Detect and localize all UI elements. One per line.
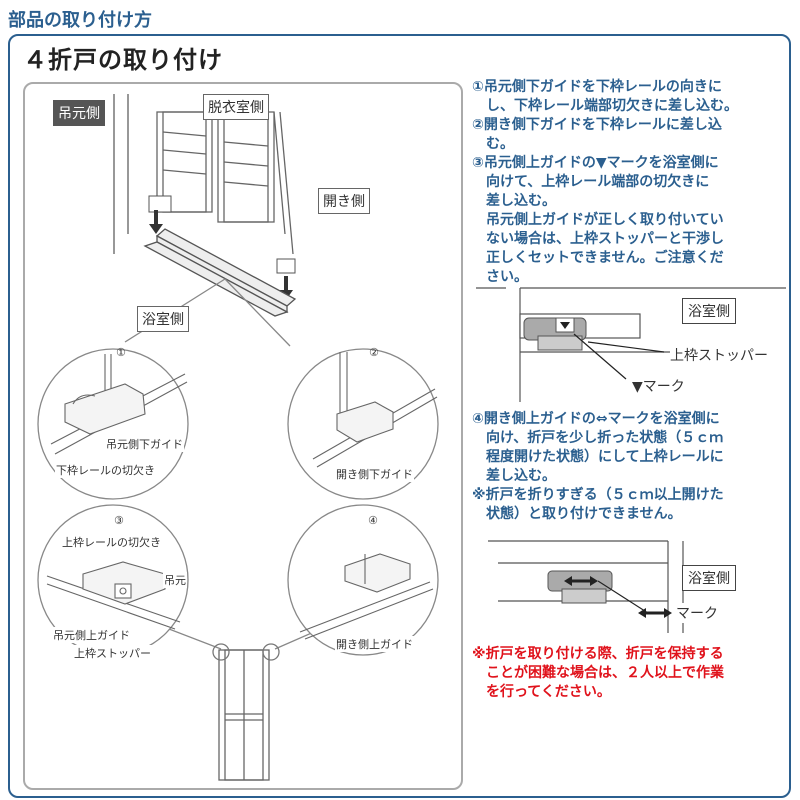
step-1: ①吊元側下ガイドを下枠レールの向きに し、下枠レール端部切欠きに差し込む。 xyxy=(472,79,738,114)
header-title: 部品の取り付け方 xyxy=(8,10,152,31)
detail1-room-label: 浴室側 xyxy=(682,298,736,324)
section-title: ４折戸の取り付け xyxy=(23,46,223,74)
header-bar: 部品の取り付け方 xyxy=(0,0,800,34)
circle-3-number: ③ xyxy=(114,514,124,527)
detail1-stopper-label: 上枠ストッパー xyxy=(670,345,768,365)
detail2-room-label: 浴室側 xyxy=(682,565,736,591)
circle-3-label-guide: 吊元側上ガイド xyxy=(52,627,131,643)
detail-diagram-1 xyxy=(476,287,786,402)
circle-3-label-notch: 上枠レールの切欠き xyxy=(61,534,162,550)
warning-note: ※折戸を取り付ける際、折戸を保持する ことが困難な場合は、２人以上で作業 を行っ… xyxy=(472,646,724,700)
detail1-mark-label: ▼マーク xyxy=(632,376,685,396)
circle-3-label-stopper: 上枠ストッパー xyxy=(73,645,152,661)
installation-diagram xyxy=(37,94,439,781)
circle-4-label-guide: 開き側上ガイド xyxy=(335,636,414,652)
label-tsurimoto: 吊元側 xyxy=(53,100,105,126)
circle-2-label-guide: 開き側下ガイド xyxy=(335,466,414,482)
circle-2-number: ② xyxy=(369,346,379,359)
diagram-panel: 吊元側 脱衣室側 開き側 浴室側 ① 吊元側下ガイド 下枠レールの切欠き ② 開… xyxy=(23,82,463,790)
step-4: ④開き側上ガイドの⇔マークを浴室側に 向け、折戸を少し折った状態（５ｃｍ 程度開… xyxy=(472,411,724,484)
step-note: ※折戸を折りすぎる（５ｃｍ以上開けた 状態）と取り付けできません。 xyxy=(472,487,724,522)
circle-3-label-tsurimoto: 吊元 xyxy=(163,572,187,588)
step-3: ③吊元側上ガイドの▼マークを浴室側に 向けて、上枠レール端部の切欠きに 差し込む… xyxy=(472,155,724,285)
circle-1-number: ① xyxy=(116,346,126,359)
label-hiraki: 開き側 xyxy=(318,188,370,214)
detail-diagram-2 xyxy=(488,540,684,633)
circle-1-label-notch: 下枠レールの切欠き xyxy=(55,462,156,478)
label-datsui: 脱衣室側 xyxy=(203,94,269,120)
circle-4-number: ④ xyxy=(368,514,378,527)
label-yokushitsu: 浴室側 xyxy=(137,306,189,332)
step-2: ②開き側下ガイドを下枠レールに差し込 む。 xyxy=(472,117,722,152)
detail2-mark-label: マーク xyxy=(676,603,718,623)
content-frame xyxy=(8,34,791,798)
circle-1-label-guide: 吊元側下ガイド xyxy=(105,436,184,452)
